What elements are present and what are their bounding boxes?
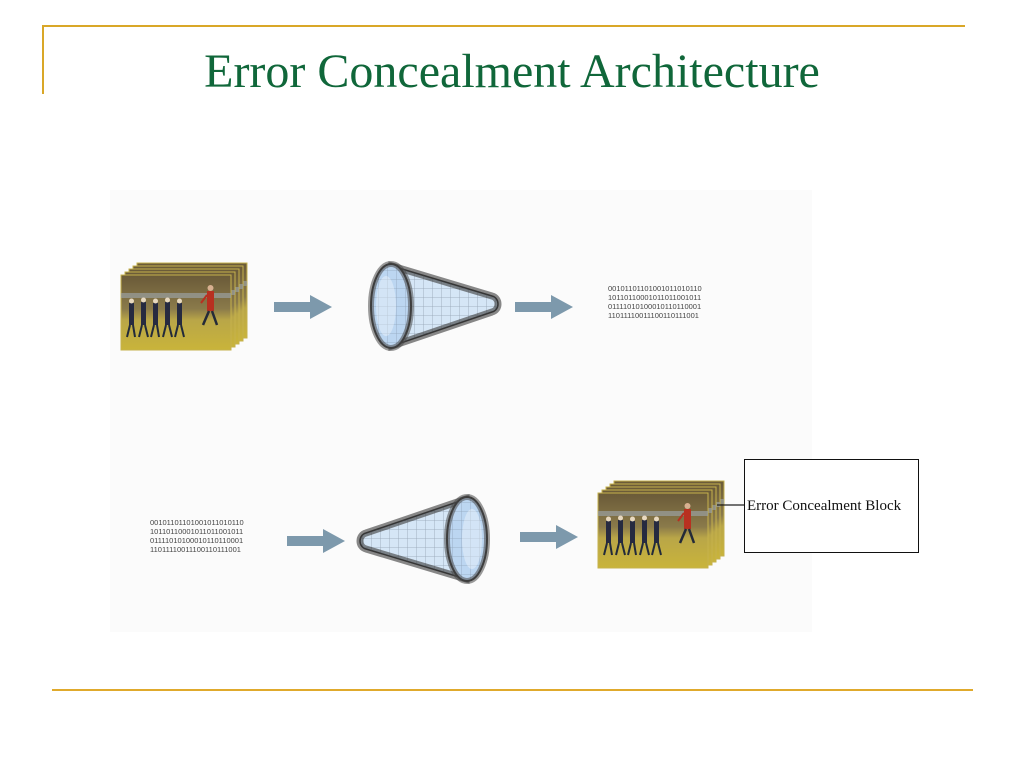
bitstream-line: 00101101101001011010110 <box>608 284 702 293</box>
decoder-funnel <box>360 497 487 581</box>
arrow-to-decoder <box>287 529 345 553</box>
source-video-frames <box>121 263 247 350</box>
arrow-to-bitstream <box>515 295 573 319</box>
encoded-bitstream: 00101101101001011010110 1011011000101101… <box>608 284 702 320</box>
decoded-video-frames <box>598 481 724 568</box>
bottom-frame-rule <box>52 689 973 691</box>
arrow-to-output-frames <box>520 525 578 549</box>
error-concealment-block <box>744 459 919 553</box>
bitstream-line: 10110110001011011001011 <box>150 527 244 536</box>
arrow-to-encoder <box>274 295 332 319</box>
encoder-funnel <box>371 264 498 348</box>
bitstream-line: 10110110001011011001011 <box>608 293 702 302</box>
bitstream-line: 01111010100010110110001 <box>608 302 702 311</box>
left-frame-rule <box>42 25 44 94</box>
slide-title: Error Concealment Architecture <box>204 45 820 98</box>
bitstream-line: 00101101101001011010110 <box>150 518 244 527</box>
received-bitstream: 00101101101001011010110 1011011000101101… <box>150 518 244 554</box>
bitstream-line: 11011110011100110111001 <box>608 311 699 320</box>
bitstream-line: 01111010100010110110001 <box>150 536 244 545</box>
bitstream-line: 11011110011100110111001 <box>150 545 241 554</box>
error-concealment-label: Error Concealment Block <box>747 498 902 514</box>
top-frame-rule <box>42 25 965 27</box>
